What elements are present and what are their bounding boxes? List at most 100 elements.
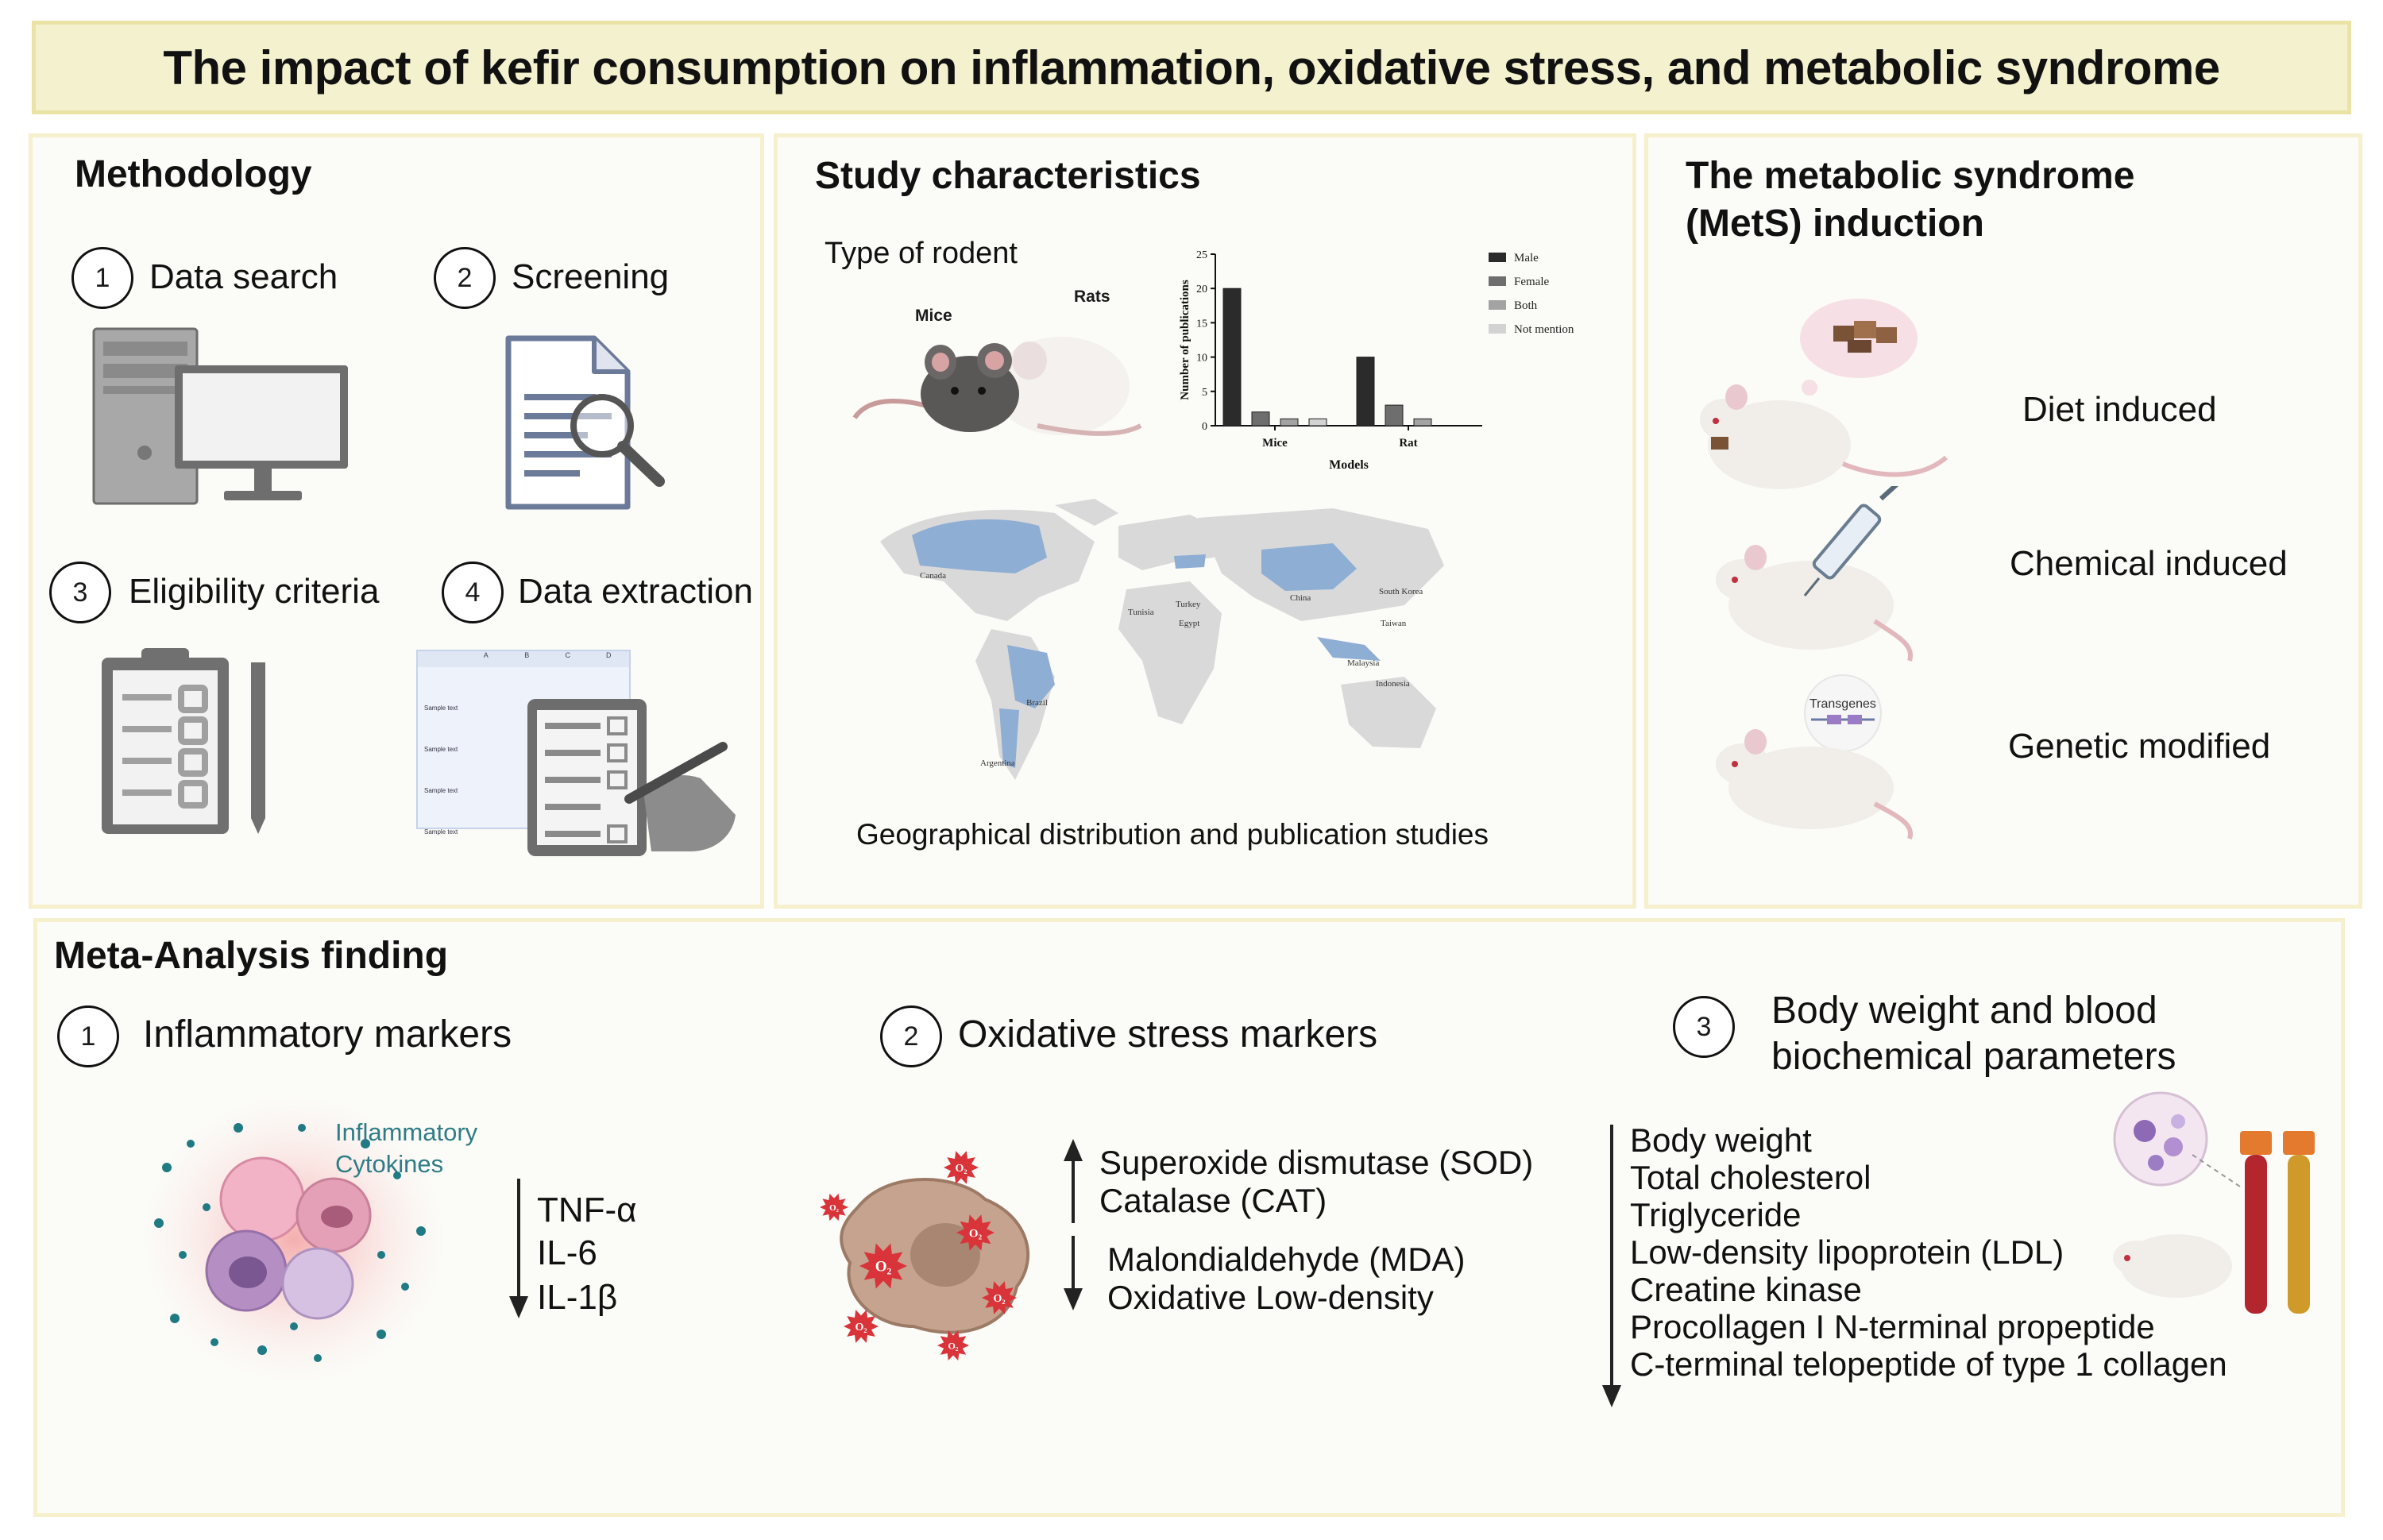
- chart-legend-swatch: [1489, 300, 1506, 310]
- oxidative-markers-heading: Oxidative stress markers: [958, 1013, 1378, 1056]
- inflammatory-cells-illustration: [143, 1096, 445, 1382]
- chart-bar-female: [1251, 411, 1270, 426]
- map-caption: Geographical distribution and publicatio…: [856, 818, 1489, 851]
- o2-label: O₂: [969, 1227, 983, 1240]
- body-markers-list: Body weight Total cholesterol Triglyceri…: [1630, 1121, 2227, 1383]
- chart-x-axis-label: Models: [1329, 458, 1369, 472]
- methodology-title: Methodology: [75, 153, 312, 195]
- mouse-and-rat-illustration: [852, 337, 1142, 436]
- map-country-label: China: [1290, 593, 1311, 603]
- step-number-3: 3: [49, 562, 111, 623]
- marker-creatine-kinase: Creatine kinase: [1630, 1271, 1862, 1308]
- study-title: Study characteristics: [815, 155, 1201, 197]
- o2-label: O₂: [993, 1293, 1005, 1305]
- document-search-icon: [505, 335, 665, 510]
- sheet-col-d: D: [606, 651, 612, 659]
- chart-bar-both: [1280, 418, 1299, 426]
- o2-label: O₂: [955, 1163, 967, 1175]
- computer-icon: [92, 327, 348, 505]
- map-country-label: Tunisia: [1128, 608, 1154, 617]
- cytokines-label-line1: Inflammatory: [335, 1118, 478, 1146]
- map-country-label: Turkey: [1176, 600, 1201, 609]
- chemical-induced-rat-illustration: [1716, 486, 1914, 662]
- increase-arrow-icon: [1064, 1139, 1083, 1223]
- o2-burst-icon: [844, 1310, 879, 1343]
- step-number-4: 4: [442, 562, 504, 623]
- o2-burst-icon: [956, 1214, 995, 1251]
- marker-sod: Superoxide dismutase (SOD): [1099, 1144, 1534, 1181]
- clipboard-checklist-icon: [102, 648, 265, 834]
- genetic-modified-rat-illustration: [1716, 674, 1914, 839]
- sheet-col-a: A: [483, 651, 489, 659]
- sheet-col-b: B: [524, 651, 530, 659]
- o2-label: O₂: [829, 1203, 840, 1213]
- o2-burst-icon: [944, 1151, 979, 1184]
- chart-legend-label: Male: [1514, 252, 1539, 264]
- map-country-label: Brazil: [1026, 698, 1048, 708]
- map-country-label: Canada: [920, 571, 946, 581]
- marker-cat: Catalase (CAT): [1099, 1182, 1327, 1219]
- map-country-label: Indonesia: [1376, 679, 1410, 689]
- body-weight-heading-line1: Body weight and blood: [1771, 990, 2157, 1032]
- meta-step-number-2: 2: [880, 1005, 942, 1067]
- title-banner: The impact of kefir consumption on infla…: [32, 21, 2351, 114]
- mets-diet-induced: Diet induced: [2022, 390, 2217, 429]
- o2-label: O₂: [948, 1340, 959, 1351]
- rats-label: Rats: [1074, 288, 1110, 306]
- body-weight-heading-line2: biochemical parameters: [1771, 1036, 2176, 1078]
- cytokines-label-line2: Cytokines: [335, 1150, 444, 1178]
- chart-legend-label: Both: [1514, 299, 1538, 312]
- marker-c-terminal-telopeptide: C-terminal telopeptide of type 1 collage…: [1630, 1345, 2227, 1383]
- meta-step-number-1: 1: [57, 1005, 119, 1067]
- step-number-2: 2: [434, 247, 496, 309]
- step-number-1: 1: [71, 247, 133, 309]
- o2-burst-icon: [820, 1193, 848, 1222]
- chart-legend-swatch: [1489, 324, 1506, 334]
- step-label-data-extraction: Data extraction: [518, 572, 753, 611]
- o2-label: O₂: [855, 1322, 867, 1334]
- meta-analysis-title: Meta-Analysis finding: [54, 935, 449, 977]
- marker-procollagen: Procollagen I N-terminal propeptide: [1630, 1308, 2155, 1345]
- mets-chemical-induced: Chemical induced: [2010, 544, 2288, 583]
- chart-bar-both: [1413, 418, 1432, 426]
- map-country-label: Taiwan: [1381, 619, 1407, 628]
- marker-total-cholesterol: Total cholesterol: [1630, 1159, 1871, 1196]
- marker-mda: Malondialdehyde (MDA): [1107, 1241, 1466, 1278]
- chart-x-tick-label: Mice: [1262, 437, 1288, 450]
- step-label-screening: Screening: [512, 257, 670, 296]
- sheet-col-c: C: [565, 651, 571, 659]
- tablet-checklist-icon: [527, 699, 736, 856]
- transgenes-label: Transgenes: [1809, 697, 1876, 711]
- page-title: The impact of kefir consumption on infla…: [163, 41, 2220, 95]
- sheet-cell: Sample text: [424, 787, 458, 794]
- marker-il-1beta: IL-1β: [537, 1278, 618, 1317]
- chart-y-tick-label: 20: [1196, 284, 1207, 295]
- step-label-eligibility: Eligibility criteria: [129, 572, 380, 611]
- map-country-label: Argentina: [980, 758, 1015, 768]
- chart-x-tick-label: Rat: [1399, 437, 1417, 450]
- chart-legend-label: Female: [1514, 276, 1549, 288]
- marker-oxidative-ldl: Oxidative Low-density: [1107, 1279, 1434, 1316]
- marker-body-weight: Body weight: [1630, 1121, 1812, 1159]
- map-country-label: Egypt: [1179, 619, 1199, 628]
- chart-bar-male: [1356, 357, 1375, 426]
- o2-burst-icon: [937, 1330, 969, 1361]
- mets-title-line2: (MetS) induction: [1686, 203, 1984, 245]
- chart-y-axis-label: Number of publications: [1179, 280, 1192, 400]
- marker-il-6: IL-6: [537, 1233, 597, 1272]
- decrease-arrow-icon: [1602, 1125, 1621, 1407]
- chart-legend-swatch: [1489, 276, 1506, 286]
- chart-bar-male: [1222, 288, 1242, 426]
- sheet-cell: Sample text: [424, 746, 458, 753]
- marker-triglyceride: Triglyceride: [1630, 1196, 1802, 1233]
- mets-title-line1: The metabolic syndrome: [1686, 155, 2135, 197]
- step-label-data-search: Data search: [149, 257, 338, 296]
- meta-step-number-3: 3: [1673, 996, 1735, 1058]
- sheet-cell: Sample text: [424, 704, 458, 712]
- inflammatory-markers-heading: Inflammatory markers: [143, 1013, 512, 1056]
- sheet-cell: Sample text: [424, 828, 458, 836]
- o2-burst-icon: [982, 1281, 1017, 1314]
- mice-label: Mice: [915, 307, 952, 325]
